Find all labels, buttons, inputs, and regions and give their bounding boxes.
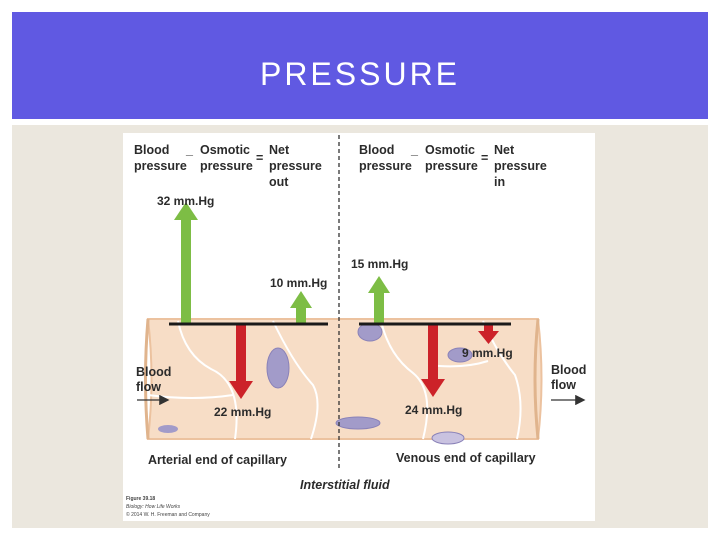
eq-result-line2: pressure bbox=[269, 159, 322, 173]
right-equation: Blood pressure _ Osmotic pressure = Net … bbox=[359, 143, 547, 189]
blood-flow-left-label: Blood bbox=[136, 365, 171, 379]
eq-minus: _ bbox=[410, 143, 419, 157]
arterial-pressure-arrows bbox=[169, 202, 328, 399]
figure-source: Biology: How Life Works bbox=[126, 504, 181, 510]
figure-number: Figure 39.18 bbox=[126, 496, 155, 502]
eq-result-line1: Net bbox=[269, 143, 290, 157]
blood-flow-left-label: flow bbox=[136, 380, 161, 394]
osmotic-pressure-arrow bbox=[428, 323, 438, 381]
eq-term2-line1: Osmotic bbox=[200, 143, 250, 157]
venous-blood-pressure-value: 15 mm.Hg bbox=[351, 257, 408, 271]
arterial-end-label: Arterial end of capillary bbox=[148, 453, 287, 467]
blood-pressure-arrow bbox=[374, 290, 384, 325]
blood-flow-right-label: Blood bbox=[551, 363, 586, 377]
nucleus bbox=[431, 431, 465, 445]
net-pressure-in-arrow bbox=[484, 323, 493, 333]
eq-minus: _ bbox=[185, 143, 194, 157]
osmotic-pressure-arrow bbox=[236, 323, 246, 383]
eq-term2-line2: pressure bbox=[425, 159, 478, 173]
arterial-blood-pressure-value: 32 mm.Hg bbox=[157, 194, 214, 208]
eq-result-line3: out bbox=[269, 175, 289, 189]
eq-term1-line2: pressure bbox=[134, 159, 187, 173]
venous-end-label: Venous end of capillary bbox=[396, 451, 536, 465]
blood-flow-right-label: flow bbox=[551, 378, 576, 392]
eq-term2-line2: pressure bbox=[200, 159, 253, 173]
eq-result-line2: pressure bbox=[494, 159, 547, 173]
eq-equals: = bbox=[481, 151, 488, 165]
figure-copyright: © 2014 W. H. Freeman and Company bbox=[126, 511, 210, 518]
eq-term2-line1: Osmotic bbox=[425, 143, 475, 157]
nucleus bbox=[357, 322, 383, 342]
eq-term1-line1: Blood bbox=[134, 143, 169, 157]
arterial-net-pressure-value: 10 mm.Hg bbox=[270, 276, 327, 290]
venous-osmotic-pressure-value: 24 mm.Hg bbox=[405, 403, 462, 417]
blood-pressure-arrow bbox=[181, 217, 191, 325]
left-equation: Blood pressure _ Osmotic pressure = Net … bbox=[134, 143, 322, 189]
venous-net-pressure-value: 9 mm.Hg bbox=[462, 346, 513, 360]
capillary-tube bbox=[144, 318, 543, 445]
eq-term1-line2: pressure bbox=[359, 159, 412, 173]
nucleus bbox=[266, 347, 290, 389]
eq-equals: = bbox=[256, 151, 263, 165]
eq-term1-line1: Blood bbox=[359, 143, 394, 157]
nucleus bbox=[447, 347, 473, 363]
interstitial-fluid-label: Interstitial fluid bbox=[300, 478, 390, 492]
eq-result-line1: Net bbox=[494, 143, 515, 157]
net-pressure-out-arrow bbox=[296, 305, 306, 325]
capillary-diagram: Blood pressure _ Osmotic pressure = Net … bbox=[126, 135, 586, 518]
slide-title: PRESSURE bbox=[259, 56, 461, 92]
capillary-pressure-figure: Blood pressure _ Osmotic pressure = Net … bbox=[123, 133, 595, 521]
venous-pressure-arrows bbox=[359, 276, 511, 397]
nucleus bbox=[335, 416, 381, 430]
slide-header: PRESSURE bbox=[12, 12, 708, 119]
nucleus bbox=[158, 425, 178, 433]
eq-result-line3: in bbox=[494, 175, 505, 189]
arterial-osmotic-pressure-value: 22 mm.Hg bbox=[214, 405, 271, 419]
